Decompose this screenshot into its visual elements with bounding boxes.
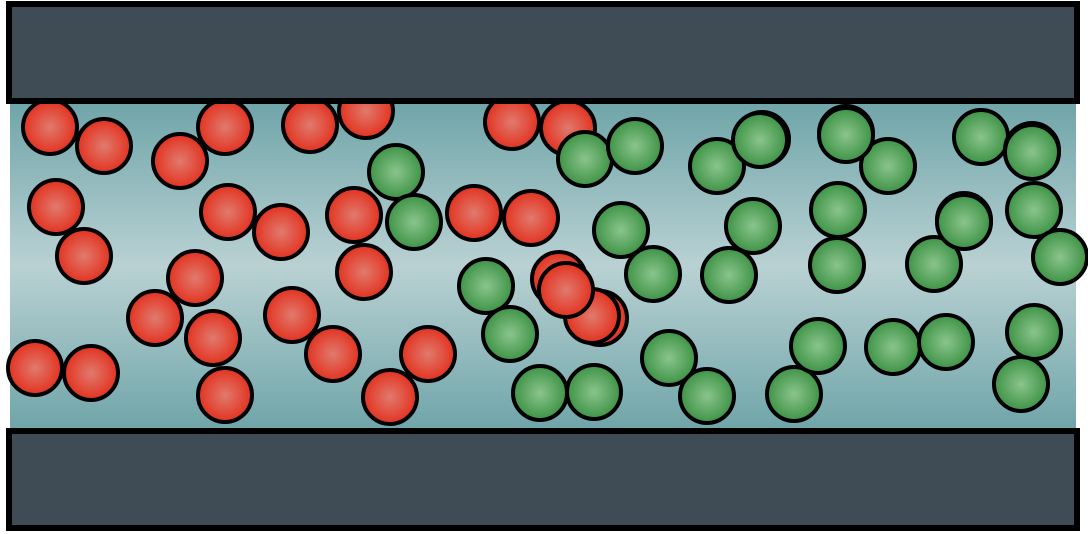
green-particle bbox=[866, 320, 920, 374]
green-particle bbox=[608, 119, 662, 173]
red-particle bbox=[363, 370, 417, 424]
red-particle bbox=[186, 311, 240, 365]
green-particle bbox=[567, 365, 621, 419]
green-particle bbox=[994, 357, 1048, 411]
red-particle bbox=[23, 100, 77, 154]
red-particle bbox=[153, 134, 207, 188]
green-particle bbox=[626, 247, 680, 301]
green-particle bbox=[811, 183, 865, 237]
green-particle bbox=[767, 367, 821, 421]
red-particle bbox=[265, 288, 319, 342]
red-particle bbox=[64, 346, 118, 400]
red-particle bbox=[201, 185, 255, 239]
red-particle bbox=[504, 191, 558, 245]
green-particle bbox=[937, 195, 991, 249]
green-particle bbox=[680, 369, 734, 423]
green-particle bbox=[369, 145, 423, 199]
green-particle bbox=[483, 307, 537, 361]
red-particle bbox=[128, 291, 182, 345]
red-particle bbox=[168, 251, 222, 305]
red-particle bbox=[447, 186, 501, 240]
red-particle bbox=[306, 327, 360, 381]
green-particle bbox=[791, 319, 845, 373]
red-particle bbox=[254, 205, 308, 259]
bottom-plate bbox=[9, 431, 1077, 528]
red-particle bbox=[8, 341, 62, 395]
green-particle bbox=[726, 199, 780, 253]
red-particle bbox=[198, 368, 252, 422]
red-particle bbox=[29, 180, 83, 234]
red-particle bbox=[401, 327, 455, 381]
red-particle bbox=[327, 188, 381, 242]
green-particle bbox=[819, 108, 873, 162]
top-plate bbox=[9, 4, 1077, 101]
red-particle bbox=[283, 98, 337, 152]
green-particle bbox=[702, 248, 756, 302]
red-particle bbox=[77, 119, 131, 173]
green-particle bbox=[459, 259, 513, 313]
green-particle bbox=[810, 238, 864, 292]
green-particle bbox=[954, 110, 1008, 164]
green-particle bbox=[513, 366, 567, 420]
green-particle bbox=[558, 132, 612, 186]
green-particle bbox=[1005, 125, 1059, 179]
red-particle bbox=[57, 229, 111, 283]
green-particle bbox=[919, 315, 973, 369]
green-particle bbox=[1007, 305, 1061, 359]
red-particle bbox=[337, 245, 391, 299]
green-particle bbox=[1033, 230, 1087, 284]
green-particle bbox=[733, 113, 787, 167]
red-particle bbox=[198, 100, 252, 154]
red-particle bbox=[539, 263, 593, 317]
green-particle bbox=[387, 195, 441, 249]
